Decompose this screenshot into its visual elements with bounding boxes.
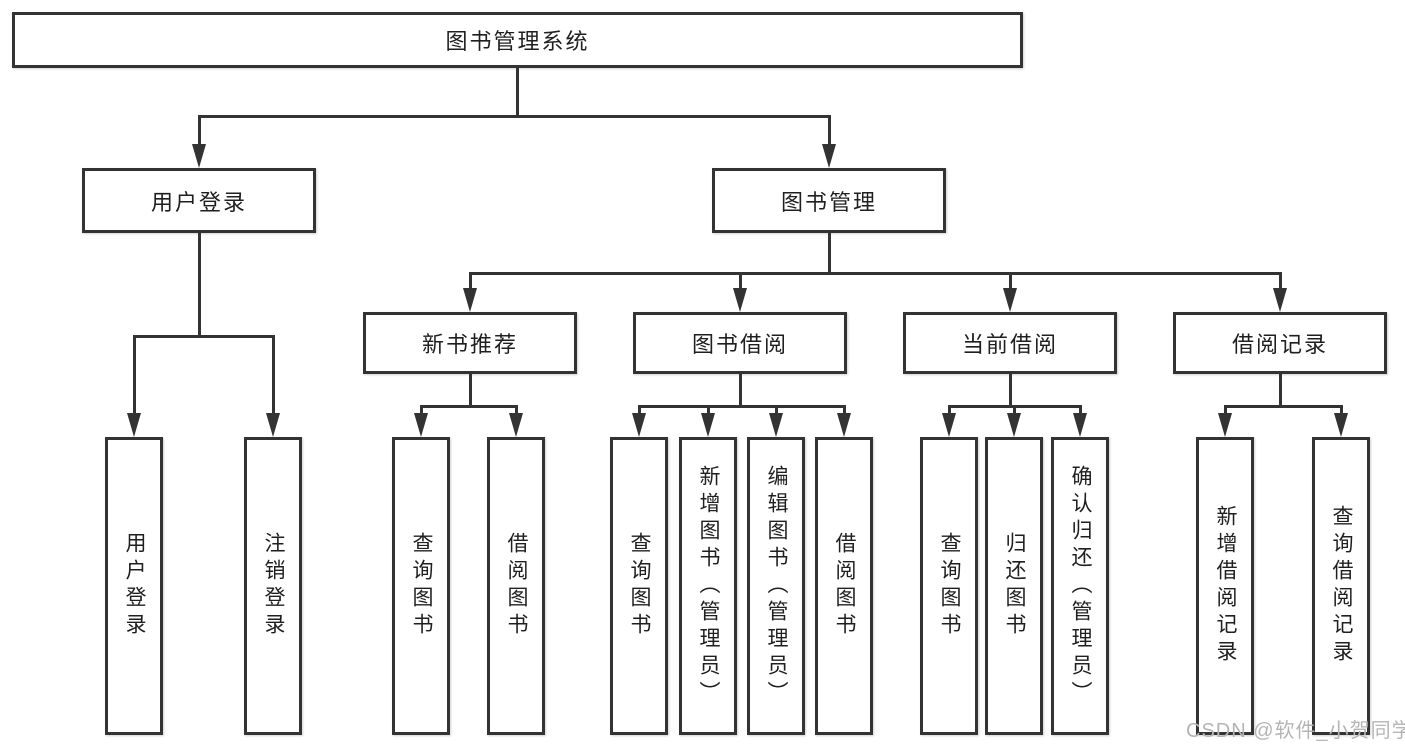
leaf-label: 查询图书 [410, 532, 433, 640]
leaf-label: 编辑图书（管理员） [765, 464, 788, 708]
node-new-book-recommend: 新书推荐 [363, 312, 577, 374]
arrow-down-icon [509, 413, 523, 437]
connector-rail [420, 405, 518, 408]
arrow-down-icon [837, 413, 851, 437]
leaf-logout: 注销登录 [244, 437, 302, 735]
leaf-label: 用户登录 [123, 532, 146, 640]
watermark-text: CSDN @软件_小贺同学 [1186, 720, 1405, 742]
node-label: 用户登录 [150, 189, 247, 215]
arrow-down-icon [1003, 288, 1017, 312]
leaf-label: 查询图书 [938, 532, 961, 640]
leaf-edit-books-admin: 编辑图书（管理员） [747, 437, 805, 735]
node-label: 图书管理 [780, 189, 877, 215]
arrow-down-icon [266, 413, 280, 437]
connector-stem [828, 233, 831, 275]
connector-rail [133, 335, 275, 338]
arrow-down-icon [1334, 413, 1348, 437]
connector-rail [198, 115, 831, 118]
leaf-label: 新增图书（管理员） [697, 464, 720, 708]
leaf-return-books: 归还图书 [985, 437, 1043, 735]
leaf-query-books-current: 查询图书 [920, 437, 978, 735]
leaf-label: 查询图书 [628, 532, 651, 640]
connector-stem [469, 374, 472, 408]
connector-rail [469, 272, 1282, 275]
leaf-label: 查询借阅记录 [1330, 505, 1353, 667]
node-borrowing-records: 借阅记录 [1173, 312, 1387, 374]
leaf-label: 注销登录 [262, 532, 285, 640]
arrow-down-icon [1218, 413, 1232, 437]
connector-stem [739, 374, 742, 408]
node-label: 借阅记录 [1231, 332, 1328, 357]
connector-drop [198, 115, 201, 152]
leaf-query-books-recommend: 查询图书 [392, 437, 450, 735]
connector-stem [516, 68, 519, 118]
arrow-down-icon [942, 413, 956, 437]
connector-stem [1279, 374, 1282, 408]
leaf-query-borrow-record: 查询借阅记录 [1312, 437, 1370, 735]
connector-drop [1009, 272, 1012, 296]
arrow-down-icon [632, 413, 646, 437]
node-user-login: 用户登录 [82, 168, 316, 233]
node-book-borrowing: 图书借阅 [633, 312, 847, 374]
leaf-label: 借阅图书 [505, 532, 528, 640]
connector-drop [272, 335, 275, 421]
node-label: 新书推荐 [421, 332, 518, 357]
arrow-down-icon [769, 413, 783, 437]
leaf-user-login: 用户登录 [105, 437, 163, 735]
node-label: 当前借阅 [961, 332, 1058, 357]
connector-stem [1009, 374, 1012, 408]
leaf-add-books-admin: 新增图书（管理员） [679, 437, 737, 735]
arrow-down-icon [414, 413, 428, 437]
arrow-down-icon [733, 288, 747, 312]
leaf-label: 借阅图书 [833, 532, 856, 640]
arrow-down-icon [822, 144, 836, 168]
leaf-label: 归还图书 [1003, 532, 1026, 640]
node-label: 图书管理系统 [445, 29, 590, 54]
arrow-down-icon [127, 413, 141, 437]
arrow-down-icon [463, 288, 477, 312]
leaf-borrow-books-recommend: 借阅图书 [487, 437, 545, 735]
arrow-down-icon [1273, 288, 1287, 312]
leaf-label: 新增借阅记录 [1214, 505, 1237, 667]
leaf-query-books-borrowing: 查询图书 [610, 437, 668, 735]
arrow-down-icon [701, 413, 715, 437]
arrow-down-icon [1073, 413, 1087, 437]
node-current-borrowing: 当前借阅 [903, 312, 1117, 374]
connector-drop [1279, 272, 1282, 296]
leaf-add-borrow-record: 新增借阅记录 [1196, 437, 1254, 735]
leaf-confirm-return-admin: 确认归还（管理员） [1051, 437, 1109, 735]
arrow-down-icon [192, 144, 206, 168]
connector-rail [638, 405, 846, 408]
connector-drop [739, 272, 742, 296]
connector-drop [469, 272, 472, 296]
node-book-management: 图书管理 [712, 168, 946, 233]
node-label: 图书借阅 [691, 332, 788, 357]
connector-rail [1224, 405, 1343, 408]
leaf-label: 确认归还（管理员） [1069, 464, 1092, 708]
arrow-down-icon [1007, 413, 1021, 437]
connector-stem [198, 233, 201, 338]
connector-drop [828, 115, 831, 152]
node-library-management-system: 图书管理系统 [12, 12, 1023, 68]
leaf-borrow-books-borrowing: 借阅图书 [815, 437, 873, 735]
connector-drop [133, 335, 136, 421]
